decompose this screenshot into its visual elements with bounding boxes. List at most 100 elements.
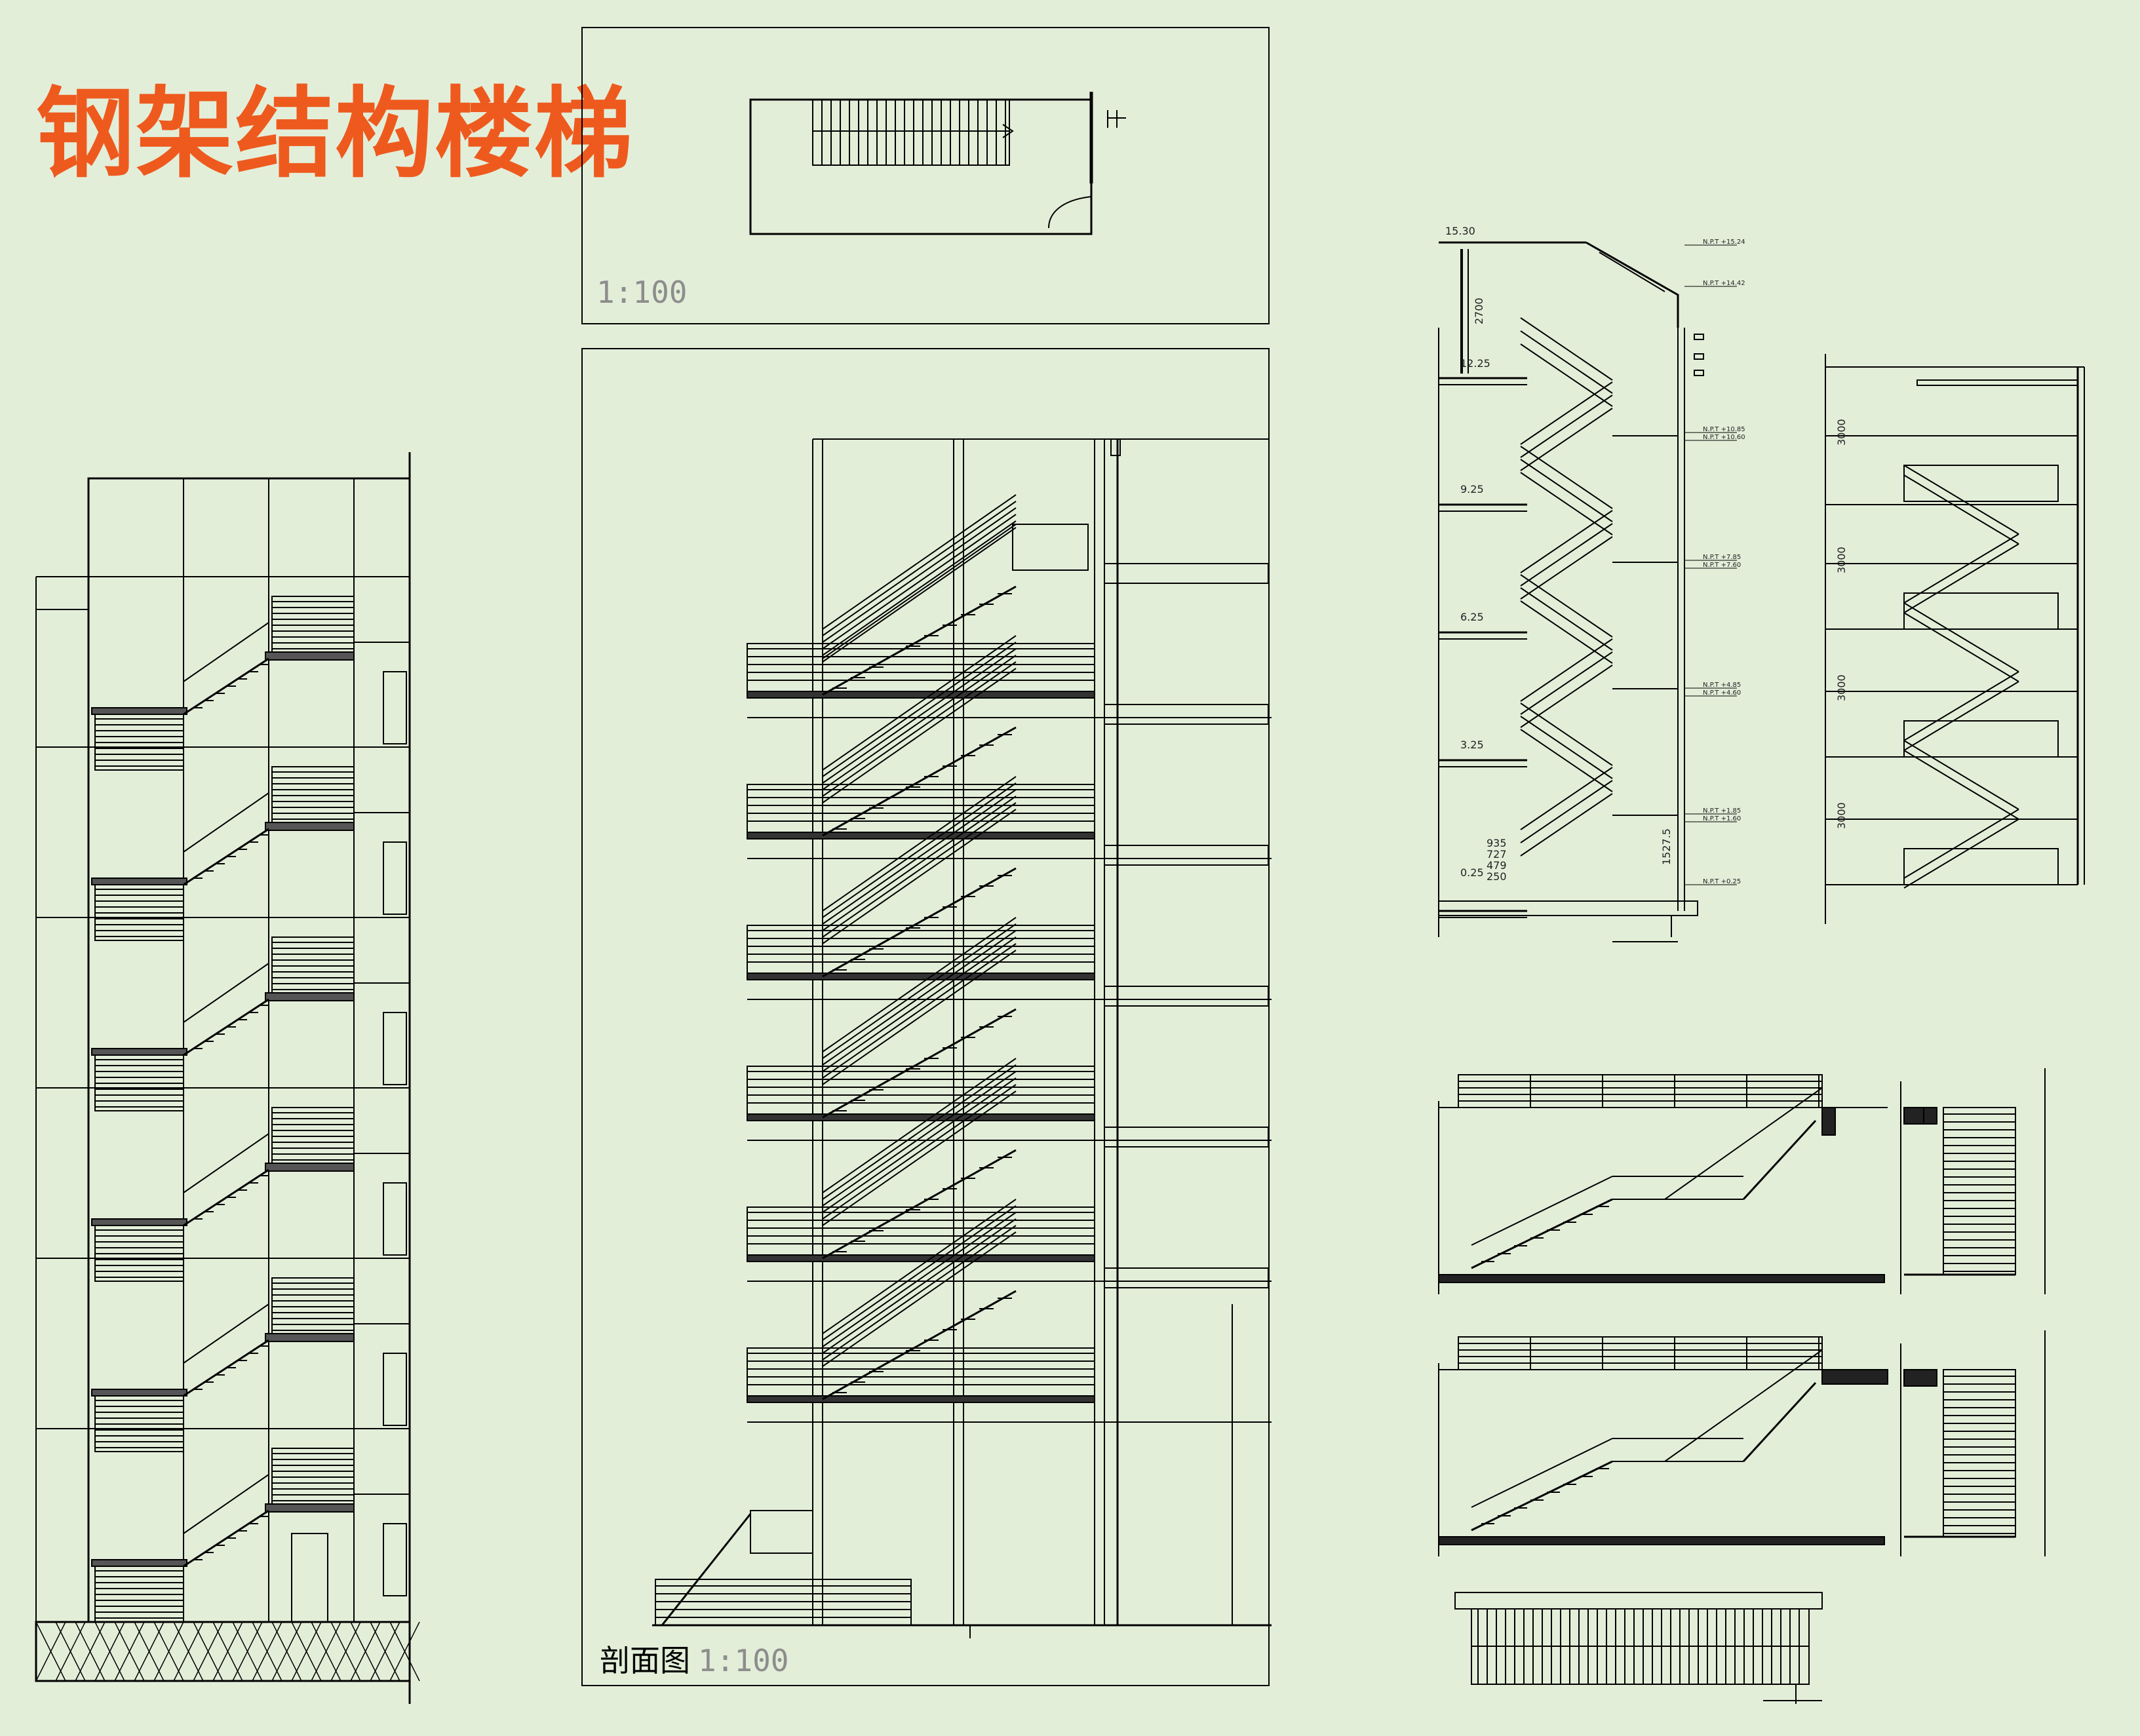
elev-flight: [1903, 465, 2019, 535]
section-name-label: 剖面图: [600, 1643, 690, 1678]
flight-rail-bar: [822, 936, 1017, 1072]
flight-rail-bar: [822, 917, 1017, 1052]
stair-tread-block: [271, 1448, 355, 1505]
side-door: [383, 1182, 407, 1256]
stair-plan-detail-1: [1900, 1068, 2046, 1294]
flight-handrail: [183, 963, 269, 1023]
side-door: [383, 1523, 407, 1596]
flight-handrail: [822, 1090, 1017, 1226]
flight-rail-bar: [822, 776, 1017, 912]
landing-deck: [265, 1503, 355, 1513]
base-dim-label: 479: [1487, 859, 1507, 872]
stair-tread-block: [271, 596, 355, 653]
landing-deck: [91, 1389, 187, 1397]
flight-handrail: [1664, 1349, 1823, 1462]
zig-stringer: [1520, 780, 1613, 843]
landing-deck: [747, 1395, 1095, 1403]
elev-landing: [1903, 720, 2059, 758]
landing-deck: [91, 1218, 187, 1226]
elev-flight: [1903, 809, 2019, 879]
zig-stringer: [1520, 395, 1613, 458]
zig-handrail: [1520, 574, 1613, 638]
np-level-label: N.P.T +10.60: [1703, 434, 1745, 441]
landing-deck: [265, 1163, 355, 1172]
zig-stringer: [1520, 408, 1613, 471]
flight-stringer: [183, 1339, 269, 1397]
np-level-label: N.P.T +0.25: [1703, 878, 1741, 885]
top-dim-label: 2700: [1473, 298, 1485, 324]
side-door: [383, 1012, 407, 1085]
flight-handrail: [1471, 1176, 1613, 1246]
top-level-label: 15.30: [1445, 225, 1475, 237]
landing-deck: [747, 1254, 1095, 1262]
np-level-label: N.P.T +4.60: [1703, 689, 1741, 697]
zig-stringer: [1520, 729, 1613, 792]
elev-dim-label: 3000: [1835, 419, 1848, 446]
top-landing-rail: [1012, 524, 1089, 571]
landing-deck: [747, 691, 1095, 699]
flight-handrail: [1471, 1438, 1613, 1508]
slab-beam: [1104, 845, 1269, 866]
landing-deck: [747, 973, 1095, 980]
base-dim-label: 935: [1487, 837, 1507, 849]
flight-rail-bar: [822, 802, 1017, 938]
flight-stringer: [1471, 1198, 1613, 1269]
elev-flight: [1903, 819, 2019, 889]
slab-beam: [1104, 704, 1269, 725]
stair-detail-1: [1438, 1074, 1888, 1294]
flight-rail-bar: [822, 1058, 1017, 1193]
zig-stringer: [1520, 536, 1613, 600]
zig-stringer: [1520, 600, 1613, 664]
zig-stringer: [1520, 459, 1613, 522]
zig-stringer: [1520, 587, 1613, 651]
landing-rail: [747, 925, 1095, 975]
level-label: 9.25: [1460, 483, 1484, 495]
landing-rail: [747, 643, 1095, 693]
base-dim-label: 250: [1487, 870, 1507, 883]
elev-flight: [1903, 533, 2019, 604]
flight-rail-bar: [822, 507, 1017, 643]
flight-rail-bar: [822, 520, 1017, 656]
flight-rail-bar: [822, 1218, 1017, 1354]
stair-tread-block: [271, 1107, 355, 1164]
slab-beam: [1104, 563, 1269, 584]
flight-handrail: [1664, 1087, 1823, 1200]
np-level-label: N.P.T +10.85: [1703, 426, 1745, 433]
flight-rail-bar: [822, 514, 1017, 649]
elev-landing: [1903, 465, 2059, 502]
flight-stringer: [1742, 1119, 1817, 1201]
zig-stringer: [1520, 793, 1613, 857]
landing-deck: [91, 1048, 187, 1056]
zig-stringer: [1520, 330, 1613, 394]
flight-stringer: [822, 867, 1017, 978]
flight-handrail: [822, 950, 1017, 1085]
landing-deck: [747, 1113, 1095, 1121]
detail-section: [1438, 241, 1704, 942]
zig-stringer: [1520, 716, 1613, 779]
stair-plan-detail-2: [1900, 1330, 2046, 1556]
stair-detail-2: [1438, 1336, 1888, 1556]
flight-rail-bar: [822, 923, 1017, 1059]
flight-rail-bar: [822, 661, 1017, 797]
stair-tread-block: [271, 1277, 355, 1334]
zig-stringer: [1520, 665, 1613, 728]
flight-stringer: [822, 1149, 1017, 1260]
flight-rail-bar: [822, 1077, 1017, 1213]
np-level-label: N.P.T +14.42: [1703, 280, 1745, 287]
flight-rail-bar: [822, 1212, 1017, 1347]
hatch-line: [389, 1621, 420, 1682]
flight-stringer: [183, 1509, 269, 1568]
flight-stringer: [822, 1008, 1017, 1119]
elev-flight: [1903, 602, 2019, 672]
zig-handrail: [1520, 510, 1613, 573]
level-label: 3.25: [1460, 739, 1484, 751]
flight-rail-bar: [822, 789, 1017, 925]
zig-stringer: [1520, 343, 1613, 407]
side-dim-label: 1527.5: [1660, 828, 1673, 865]
flight-rail-bar: [822, 1064, 1017, 1200]
landing-deck: [747, 832, 1095, 839]
flight-rail-bar: [822, 943, 1017, 1079]
flight-stringer: [822, 1290, 1017, 1400]
base-dim-label: 727: [1487, 848, 1507, 860]
